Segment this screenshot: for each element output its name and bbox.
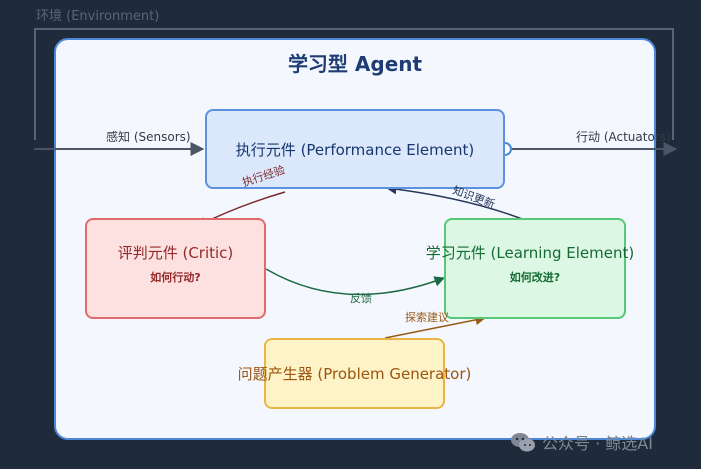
watermark-text: 公众号 · 鲸选AI — [542, 434, 653, 453]
exploration-label: 探索建议 — [405, 311, 449, 324]
performance-element-label: 执行元件 (Performance Element) — [235, 140, 475, 159]
problem-generator-box: 问题产生器 (Problem Generator) — [238, 338, 471, 409]
learning-element-label: 学习元件 (Learning Element) — [425, 244, 635, 262]
watermark: 公众号 · 鲸选AI — [510, 430, 653, 454]
exploration-arrow — [384, 314, 487, 339]
problem-generator-label: 问题产生器 (Problem Generator) — [237, 365, 472, 383]
agent-title: 学习型 Agent — [287, 52, 423, 76]
critic-question: 如何行动? — [150, 271, 201, 284]
environment-label: 环境 (Environment) — [36, 9, 160, 24]
actuators-label: 行动 (Actuators) — [576, 130, 671, 144]
knowledge-update-arrow — [385, 183, 531, 223]
sensors-label: 感知 (Sensors) — [106, 130, 191, 144]
learning-element-box: 学习元件 (Learning Element) 如何改进? — [426, 218, 634, 319]
feedback-label: 反馈 — [350, 292, 372, 305]
environment-frame — [34, 28, 674, 140]
performance-element-box: 执行元件 (Performance Element) — [205, 109, 505, 189]
wechat-icon — [511, 433, 535, 452]
feedback-arrow — [265, 268, 445, 296]
critic-label: 评判元件 (Critic) — [117, 244, 234, 262]
critic-box: 评判元件 (Critic) 如何行动? — [85, 218, 266, 319]
learning-element-question: 如何改进? — [509, 271, 561, 284]
